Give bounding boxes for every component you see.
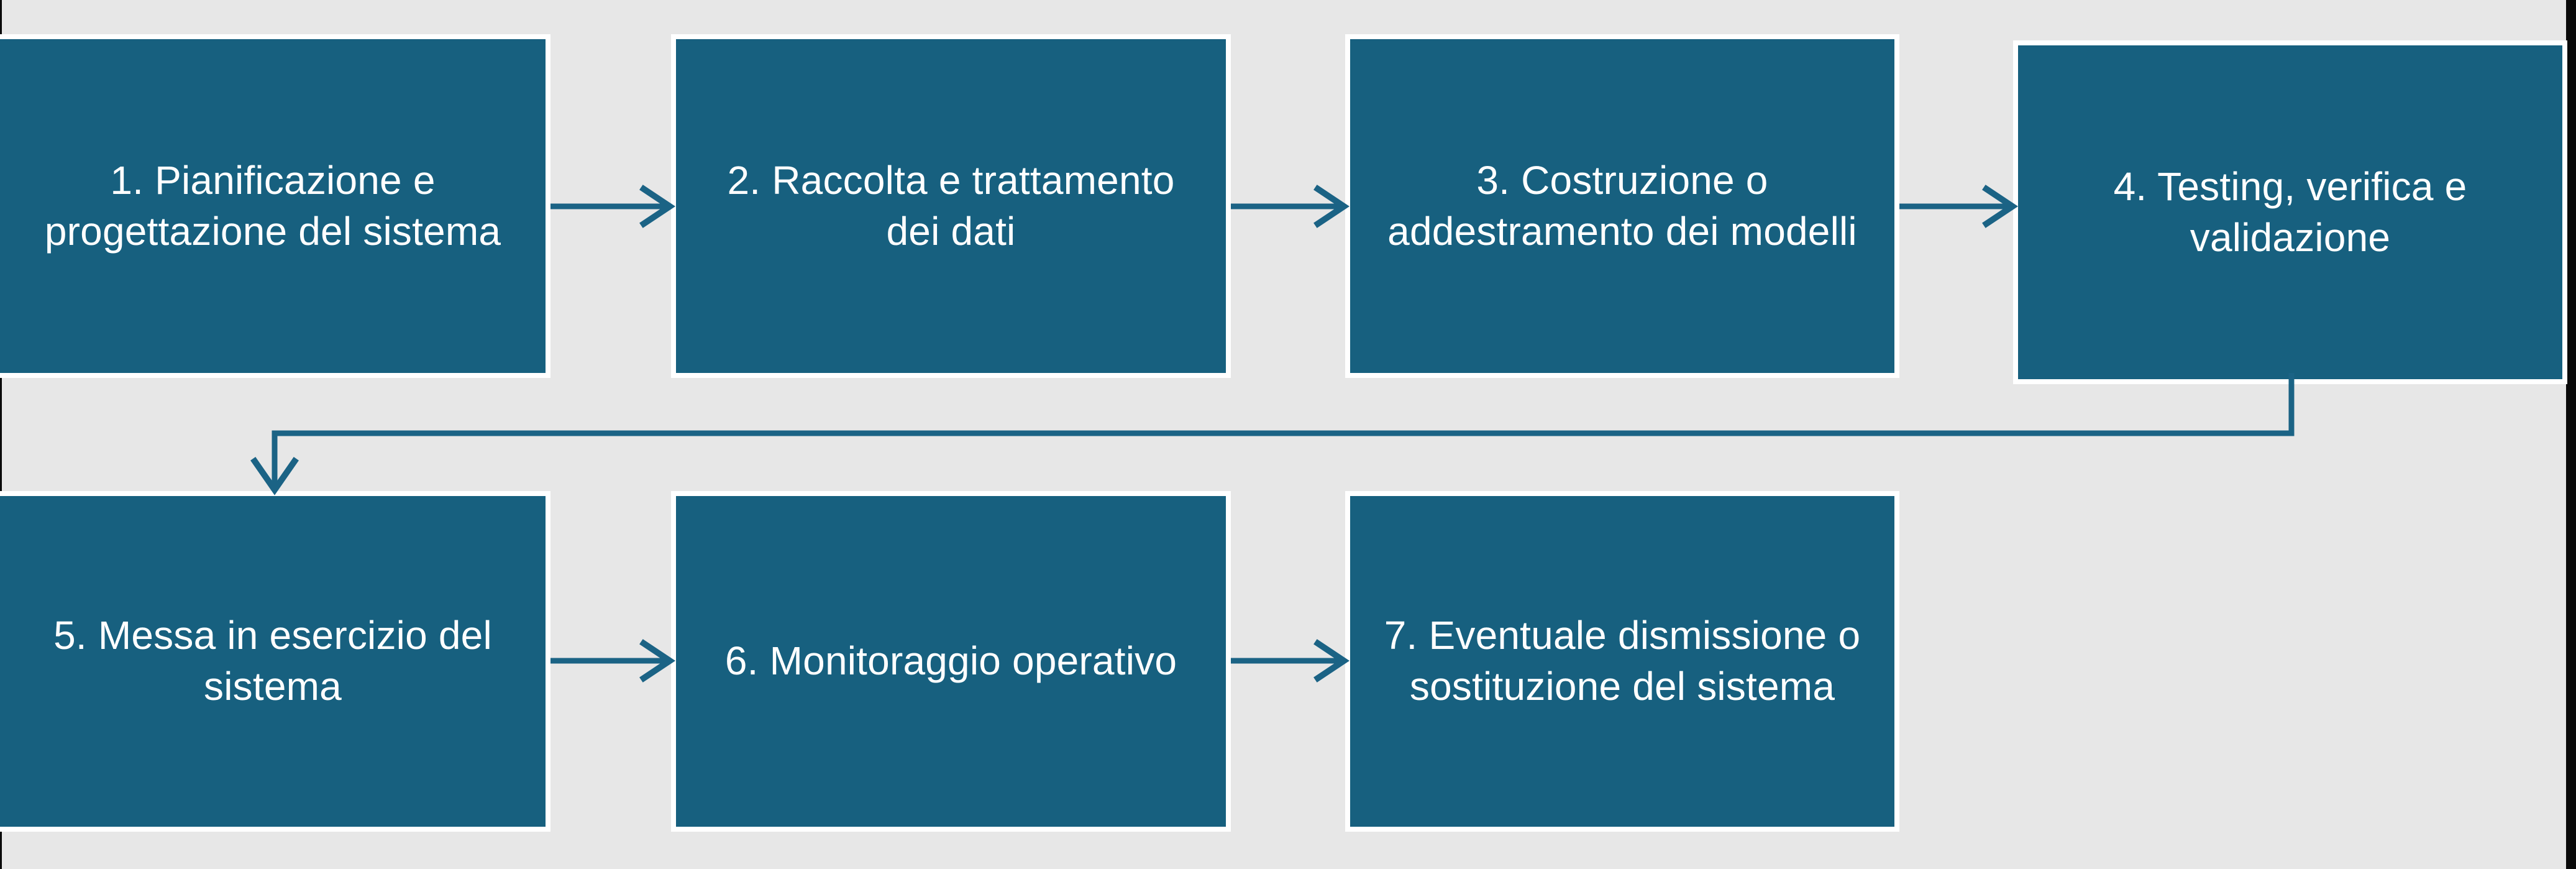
slide-left-edge-rule (0, 0, 2, 869)
arrow-step2-to-step3-icon (1231, 184, 1350, 229)
slide-right-edge-rule (2566, 0, 2576, 869)
process-step-5-label: 5. Messa in esercizio del sistema (53, 613, 492, 709)
process-step-5[interactable]: 5. Messa in esercizio del sistema (0, 491, 550, 832)
process-step-7-label: 7. Eventuale dismissione o sostituzione … (1384, 613, 1861, 709)
process-step-6-label: 6. Monitoraggio operativo (724, 638, 1177, 684)
process-step-2[interactable]: 2. Raccolta e trattamento dei dati (671, 34, 1231, 378)
arrow-step5-to-step6-icon (550, 638, 676, 683)
process-step-4-label: 4. Testing, verifica e validazione (2113, 163, 2467, 260)
arrow-step6-to-step7-icon (1231, 638, 1350, 683)
arrow-step4-to-step5-icon (0, 373, 2336, 503)
process-step-1-label: 1. Pianificazione e progettazione del si… (44, 157, 501, 254)
process-step-3[interactable]: 3. Costruzione o addestramento dei model… (1345, 34, 1899, 378)
process-step-7[interactable]: 7. Eventuale dismissione o sostituzione … (1345, 491, 1899, 832)
arrow-step1-to-step2-icon (550, 184, 676, 229)
process-step-1[interactable]: 1. Pianificazione e progettazione del si… (0, 34, 550, 378)
process-step-2-label: 2. Raccolta e trattamento dei dati (727, 157, 1175, 254)
process-step-3-label: 3. Costruzione o addestramento dei model… (1387, 157, 1857, 254)
process-step-6[interactable]: 6. Monitoraggio operativo (671, 491, 1231, 832)
process-step-4[interactable]: 4. Testing, verifica e validazione (2013, 40, 2567, 384)
arrow-step3-to-step4-icon (1899, 184, 2019, 229)
